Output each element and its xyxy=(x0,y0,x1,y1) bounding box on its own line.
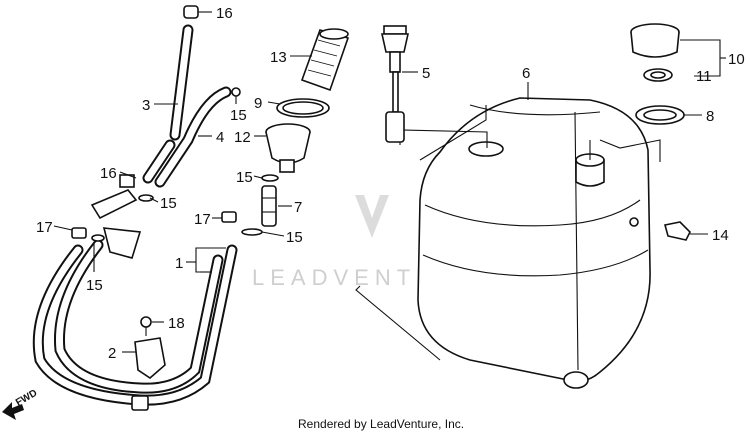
callout-4: 4 xyxy=(198,129,224,146)
drain-bolt xyxy=(664,221,691,241)
svg-text:15: 15 xyxy=(236,169,253,186)
svg-text:6: 6 xyxy=(522,65,530,82)
callout-17-a: 17 xyxy=(36,219,73,236)
callout-14: 14 xyxy=(690,227,729,244)
footer-credit: Rendered by LeadVenture, Inc. xyxy=(298,417,464,431)
callout-13: 13 xyxy=(270,49,312,66)
filler-ring xyxy=(635,105,685,125)
svg-text:2: 2 xyxy=(108,345,116,362)
svg-text:12: 12 xyxy=(234,129,251,146)
svg-text:16: 16 xyxy=(100,165,117,182)
svg-text:18: 18 xyxy=(168,315,185,332)
callout-10: 10 xyxy=(680,39,745,77)
svg-text:16: 16 xyxy=(216,5,233,22)
callout-16-mid: 16 xyxy=(100,165,137,182)
hose-clip xyxy=(134,337,166,380)
svg-text:11: 11 xyxy=(696,68,712,85)
callout-2: 2 xyxy=(108,345,136,362)
callout-9: 9 xyxy=(254,95,281,112)
callout-15-e: 15 xyxy=(86,242,103,294)
svg-text:1: 1 xyxy=(175,255,183,272)
svg-text:10: 10 xyxy=(728,51,745,68)
cap-gasket xyxy=(643,68,673,82)
watermark-logo-icon xyxy=(355,195,389,238)
svg-text:9: 9 xyxy=(254,95,262,112)
fuel-gauge-sender xyxy=(381,25,409,143)
fuel-tank xyxy=(417,97,651,389)
callout-5: 5 xyxy=(402,65,430,82)
hose-clamps xyxy=(71,5,279,411)
callout-8: 8 xyxy=(684,108,714,125)
callout-16-top: 16 xyxy=(198,5,233,22)
svg-text:8: 8 xyxy=(706,108,714,125)
forward-label: FWD xyxy=(14,388,39,409)
callout-15-c: 15 xyxy=(149,195,177,212)
callout-3: 3 xyxy=(142,97,178,114)
strainer xyxy=(300,28,350,92)
callout-15-d: 15 xyxy=(261,229,303,246)
callout-6: 6 xyxy=(522,65,530,100)
callout-7: 7 xyxy=(278,199,302,216)
svg-text:15: 15 xyxy=(286,229,303,246)
callout-18: 18 xyxy=(152,315,185,332)
svg-text:15: 15 xyxy=(86,277,103,294)
svg-text:14: 14 xyxy=(712,227,729,244)
svg-text:3: 3 xyxy=(142,97,150,114)
strainer-cup xyxy=(265,123,311,173)
callout-17-b: 17 xyxy=(194,211,222,228)
hose-joint xyxy=(261,185,277,227)
svg-text:4: 4 xyxy=(216,129,224,146)
svg-text:17: 17 xyxy=(36,219,53,236)
svg-text:5: 5 xyxy=(422,65,430,82)
callout-11: 11 xyxy=(696,68,712,85)
callout-12: 12 xyxy=(234,129,266,146)
forward-direction: FWD xyxy=(2,388,39,420)
svg-text:15: 15 xyxy=(230,107,247,124)
svg-text:7: 7 xyxy=(294,199,302,216)
callout-1: 1 xyxy=(175,247,226,273)
clip-bolt xyxy=(140,316,152,336)
callout-15-a: 15 xyxy=(230,96,247,124)
strainer-gasket xyxy=(276,98,330,118)
tank-cap xyxy=(630,23,680,58)
forward-arrow-icon xyxy=(2,402,24,420)
fuel-hoses xyxy=(32,24,238,406)
svg-text:17: 17 xyxy=(194,211,211,228)
svg-text:13: 13 xyxy=(270,49,287,66)
callout-15-b: 15 xyxy=(236,169,263,186)
svg-text:15: 15 xyxy=(160,195,177,212)
